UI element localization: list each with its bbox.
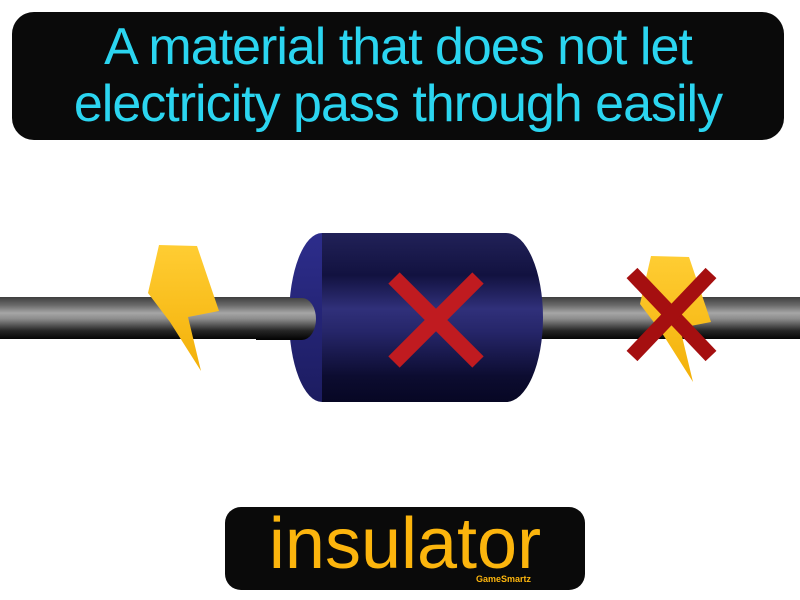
blocked-x-center-icon bbox=[388, 272, 484, 368]
blocked-x-right-icon bbox=[626, 267, 717, 362]
definition-banner: A material that does not let electricity… bbox=[12, 12, 784, 140]
definition-line-1: A material that does not let bbox=[104, 18, 693, 76]
watermark: GameSmartz bbox=[475, 574, 531, 584]
term-label-box: insulator GameSmartz bbox=[225, 507, 585, 590]
term-text: insulator bbox=[268, 503, 542, 584]
wire-stub bbox=[256, 298, 316, 340]
definition-line-2: electricity pass through easily bbox=[73, 75, 723, 133]
